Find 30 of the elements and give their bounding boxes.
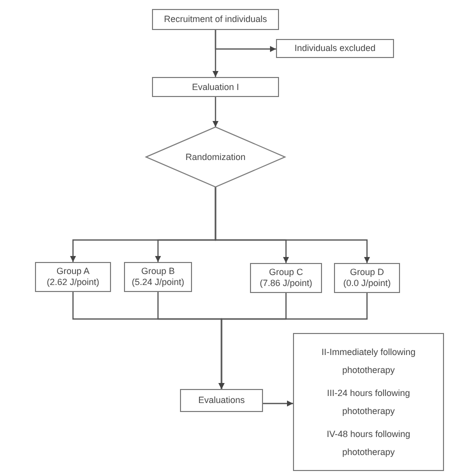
- node-label: (0.0 J/point): [343, 278, 391, 289]
- node-label: Group D: [350, 267, 384, 278]
- process-box: [276, 39, 394, 58]
- process-box: [35, 262, 111, 292]
- process-box: [152, 77, 279, 97]
- arrow: [212, 97, 218, 127]
- node-label: Recruitment of individuals: [164, 14, 268, 25]
- node-label: Evaluation I: [192, 82, 240, 92]
- node-label: Evaluations: [198, 395, 245, 406]
- process-box: [124, 262, 192, 292]
- node-label: IV-48 hours following phototherapy: [326, 428, 412, 459]
- node-label: Individuals excluded: [294, 43, 376, 54]
- node-label: (7.86 J/point): [260, 278, 312, 289]
- node-label: Randomization: [185, 152, 246, 162]
- node-label: Group C: [268, 267, 303, 278]
- node-label: III-24 hours following phototherapy: [326, 387, 412, 418]
- arrow: [214, 30, 276, 52]
- process-box: [180, 389, 263, 412]
- process-box: [152, 9, 279, 30]
- node-label: (2.62 J/point): [46, 277, 100, 288]
- process-box: [293, 333, 444, 471]
- node-label: Group B: [141, 266, 175, 277]
- node-label: II-Immediately following phototherapy: [320, 346, 417, 377]
- process-box: [334, 263, 400, 293]
- arrow: [214, 187, 370, 263]
- node-label: (5.24 J/point): [132, 277, 184, 288]
- process-box: [250, 263, 322, 293]
- node-label: Group A: [56, 266, 90, 277]
- arrow: [218, 293, 368, 389]
- arrow: [263, 400, 293, 406]
